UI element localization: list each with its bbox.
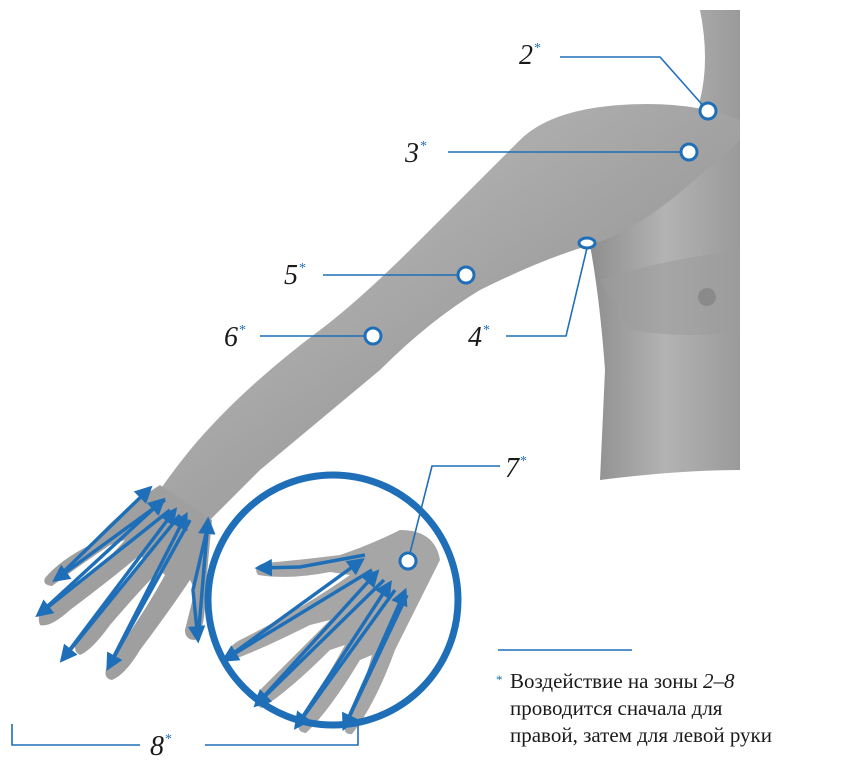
zone-label-8: 8* <box>150 733 172 761</box>
footnote-star: * <box>496 666 503 693</box>
footnote-line-1: Воздействие на зоны 2–8 <box>510 668 860 695</box>
footnote-line-2: проводится сначала для <box>510 695 860 722</box>
marker-3 <box>681 144 697 160</box>
zone-label-6: 6* <box>224 324 246 352</box>
marker-4 <box>579 238 595 248</box>
zone-label-2: 2* <box>519 42 541 70</box>
marker-5 <box>458 267 474 283</box>
zone-label-3: 3* <box>405 140 427 168</box>
zone-label-7: 7* <box>505 455 527 483</box>
nipple <box>698 288 716 306</box>
zone-label-5: 5* <box>284 262 306 290</box>
footnote-line-3: правой, затем для левой руки <box>510 722 860 749</box>
marker-7 <box>400 553 416 569</box>
marker-2 <box>700 103 716 119</box>
leader-2 <box>560 57 707 110</box>
zone-label-4: 4* <box>468 324 490 352</box>
torso-shape <box>590 10 740 480</box>
footnote: * Воздействие на зоны 2–8 проводится сна… <box>510 668 860 749</box>
marker-6 <box>365 328 381 344</box>
bracket-8-left <box>12 724 140 745</box>
